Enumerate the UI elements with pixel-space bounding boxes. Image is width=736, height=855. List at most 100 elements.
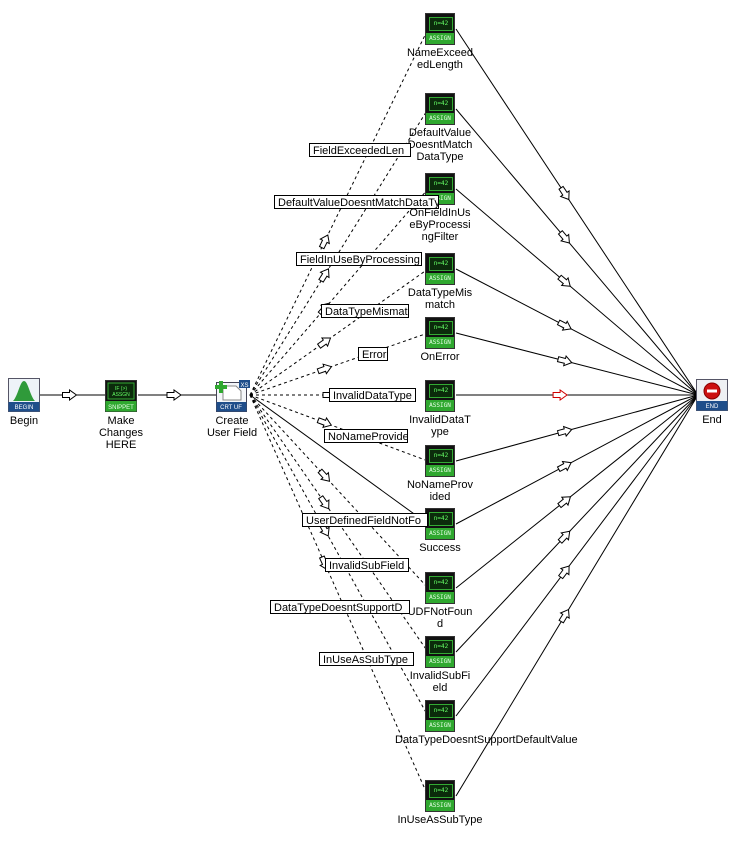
- assign-icon-screen: n=42: [429, 576, 453, 590]
- assign-icon-bar: ASSIGN: [426, 113, 454, 124]
- end-icon-text: END: [706, 404, 719, 410]
- edge-label: InUseAsSubType: [319, 652, 414, 666]
- assign-icon-screen: n=42: [429, 257, 453, 271]
- arrow-assign-end: [556, 355, 573, 367]
- assign-icon-screen: n=42: [429, 449, 453, 463]
- arrow-assign-end-highlight: [552, 389, 568, 401]
- connector-assign-end: [455, 268, 699, 396]
- edge-label: FieldInUseByProcessing: [296, 252, 422, 266]
- connector-assign-end: [455, 394, 699, 653]
- arrow-create-assign: [317, 468, 331, 482]
- edge-label: Error: [358, 347, 388, 361]
- assign-icon-screen: n=42: [429, 97, 453, 111]
- assign-icon-bar: ASSIGN: [426, 528, 454, 539]
- arrow-begin-make: [62, 389, 78, 401]
- connector-assign-end: [455, 394, 699, 797]
- assign-label: InUseAsSubType: [397, 814, 483, 826]
- edge-label: InvalidDataType: [329, 388, 416, 402]
- assign-icon-bar: ASSIGN: [426, 592, 454, 603]
- arrow-assign-end: [557, 530, 571, 544]
- connector-create-assign: [249, 394, 429, 462]
- create-user-field-icon: CRT UF XS: [215, 380, 250, 412]
- edge-label: NoNameProvide: [324, 429, 408, 443]
- edge-label: InvalidSubField: [325, 558, 409, 572]
- connector-create-assign: [249, 394, 429, 717]
- assign-label: OnError: [420, 351, 460, 363]
- connector-create-assign: [249, 28, 429, 396]
- assign-icon-bar: ASSIGN: [426, 465, 454, 476]
- arrow-assign-end: [557, 229, 570, 244]
- assign-icon-screen: n=42: [429, 640, 453, 654]
- connector-create-assign: [249, 268, 429, 396]
- arrow-create-assign: [318, 234, 330, 250]
- assign-label: Success: [419, 542, 461, 554]
- begin-icon-text: BEGIN: [15, 405, 34, 411]
- arrow-assign-end: [557, 274, 571, 287]
- edge-label: FieldExceededLen: [309, 143, 411, 157]
- end-node[interactable]: END End: [667, 379, 736, 426]
- make-changes-node[interactable]: IF (>) ASSGN SNIPPET Make Changes HERE: [76, 380, 166, 451]
- arrow-make-create: [166, 389, 182, 401]
- connector-assign-end: [455, 332, 699, 396]
- assign-icon-screen: n=42: [429, 784, 453, 798]
- assign-icon-bar: ASSIGN: [426, 720, 454, 731]
- create-user-field-node[interactable]: CRT UF XS Create User Field: [187, 380, 277, 439]
- assign-icon-screen: n=42: [429, 321, 453, 335]
- begin-node[interactable]: BEGIN Begin: [0, 378, 69, 427]
- arrow-create-assign: [316, 337, 332, 349]
- begin-icon: BEGIN: [8, 378, 40, 412]
- assign-icon-bar: ASSIGN: [426, 400, 454, 411]
- arrow-assign-end: [556, 460, 572, 473]
- create-user-field-label: Create User Field: [206, 415, 258, 439]
- svg-text:IF (>): IF (>): [115, 386, 127, 392]
- begin-label: Begin: [9, 415, 39, 427]
- assign-icon-screen: n=42: [429, 177, 453, 191]
- connector-assign-end: [455, 108, 699, 396]
- assign-icon-bar: ASSIGN: [426, 337, 454, 348]
- edge-label: DefaultValueDoesntMatchDataType: [274, 195, 439, 209]
- make-changes-label: Make Changes HERE: [98, 415, 144, 451]
- snippet-icon-text: SNIPPET: [108, 405, 134, 411]
- assign-icon-bar: ASSIGN: [426, 33, 454, 44]
- assign-icon-bar: ASSIGN: [426, 273, 454, 284]
- connector-create-assign: [249, 332, 429, 396]
- assign-icon-screen: n=42: [429, 512, 453, 526]
- edge-label: DataTypeDoesntSupportD: [270, 600, 410, 614]
- connector-create-assign: [249, 394, 429, 589]
- arrow-assign-end: [557, 496, 572, 509]
- arrow-assign-end: [558, 565, 570, 580]
- arrow-assign-end: [556, 319, 572, 331]
